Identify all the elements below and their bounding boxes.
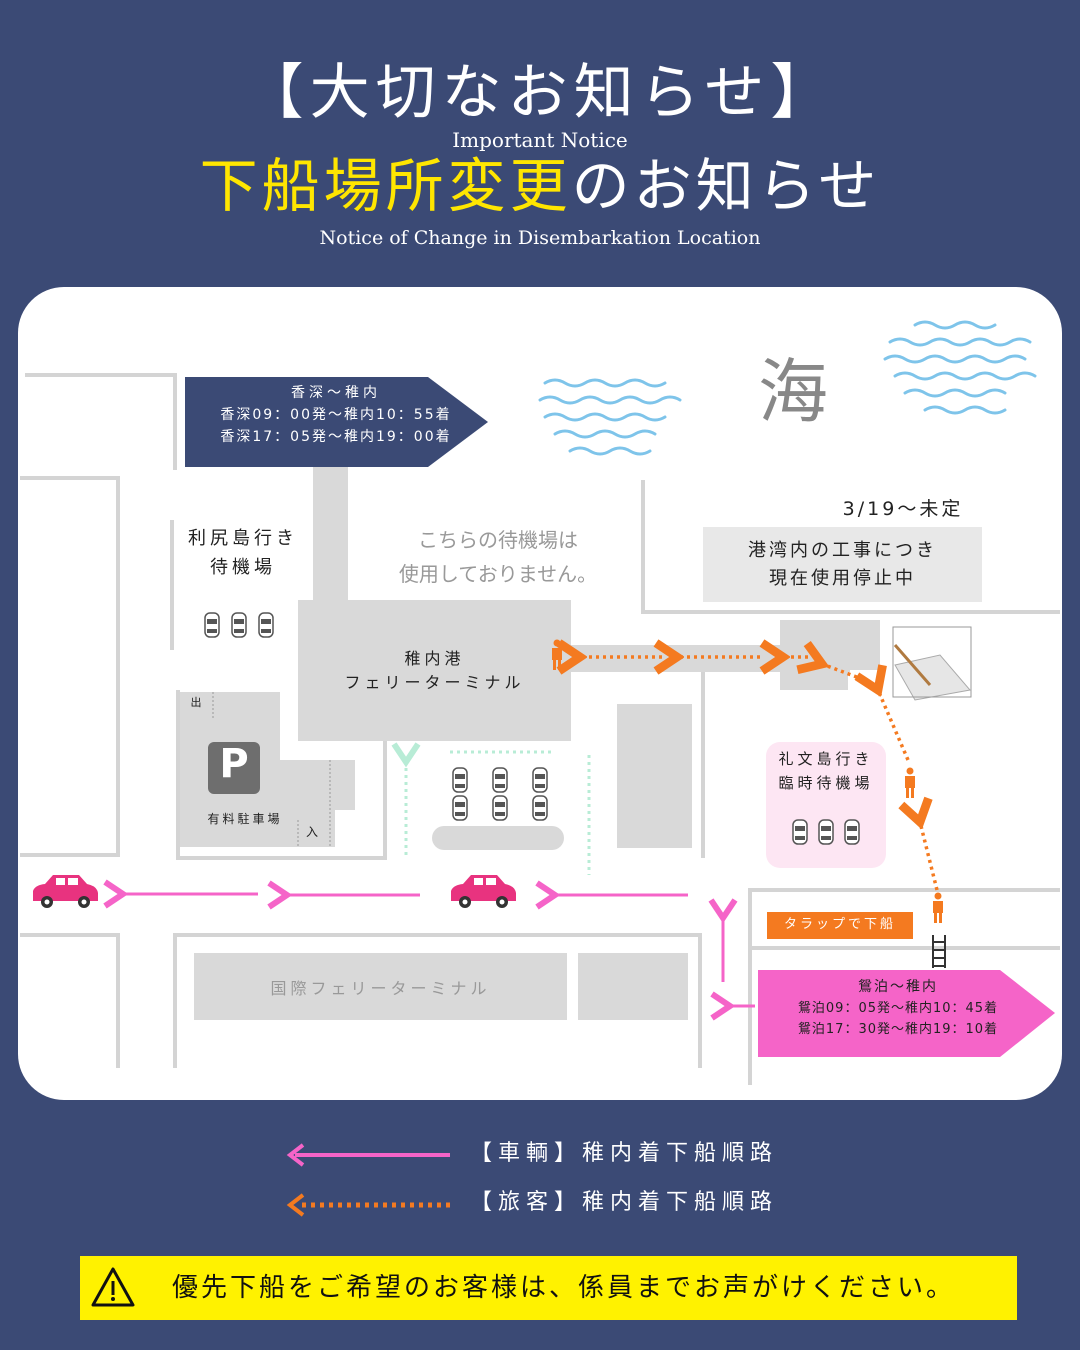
- headline-rest: のお知らせ: [571, 152, 881, 220]
- arrow-left-icon: [286, 1193, 305, 1217]
- sea-label: 海: [758, 351, 828, 433]
- oshidomari-route-arrow: [758, 970, 1055, 1057]
- car-icon: [451, 875, 516, 908]
- map-card: 香深～稚内 香深09：00発～稚内10：55着 香深17：05発～稚内19：00…: [18, 287, 1062, 1100]
- stairs: [892, 626, 972, 701]
- route-line: 香深17：05発～稚内19：00着: [220, 429, 452, 445]
- person-icon: [933, 892, 943, 923]
- gangway-label-bg: [767, 912, 913, 939]
- passenger-route: [580, 657, 939, 891]
- rebun-waiting-label: 礼文島行き 臨時待機場: [778, 750, 874, 792]
- parking-exit-label: 出: [190, 696, 202, 709]
- legend-vehicle: 【車輌】稚内着下船順路: [470, 1141, 779, 1166]
- gangway-label: タラップで下船: [783, 917, 896, 932]
- kafuka-route-arrow: [185, 377, 488, 467]
- car-icon: [33, 875, 98, 908]
- closure-label: 港湾内の工事につき 現在使用停止中: [748, 540, 937, 589]
- roads: [20, 373, 1060, 1085]
- parking-entrance-label: 入: [305, 825, 318, 839]
- title-en: Important Notice: [452, 128, 628, 152]
- parking-icon-bg: [208, 742, 260, 794]
- route-title: 香深～稚内: [291, 385, 381, 401]
- headline: 下船場所変更のお知らせ: [0, 153, 1080, 219]
- headline-en: Notice of Change in Disembarkation Locat…: [319, 227, 761, 249]
- legend-passenger: 【旅客】稚内着下船順路: [470, 1190, 779, 1215]
- sea-waves: [538, 320, 1037, 456]
- kafuka-route: 香深～稚内 香深09：00発～稚内10：55着 香深17：05発～稚内19：00…: [185, 382, 487, 448]
- route-line: 香深09：00発～稚内10：55着: [220, 407, 452, 423]
- legend-lines: [286, 1143, 450, 1217]
- title: 【大切なお知らせ】: [243, 58, 837, 128]
- route-line: 鴛泊09：05発～稚内10：45着: [797, 1001, 999, 1016]
- oshidomari-route: 鴛泊～稚内 鴛泊09：05発～稚内10：45着 鴛泊17：30発～稚内19：10…: [758, 977, 1038, 1040]
- ladder-icon: [932, 935, 946, 968]
- parking-icon: P: [219, 741, 249, 787]
- notice-text: 優先下船をご希望のお客様は、係員までお声がけください。: [172, 1273, 956, 1303]
- arrow-left-icon: [286, 1143, 305, 1167]
- closure-box: [703, 527, 982, 602]
- parking-label: 有料駐車場: [207, 812, 283, 826]
- rishiri-waiting-label: 利尻島行き 待機場: [188, 528, 298, 578]
- headline-highlight: 下船場所変更: [199, 152, 572, 220]
- vehicle-route: [103, 879, 755, 1021]
- intl-terminal-label: 国際フェリーターミナル: [270, 979, 491, 998]
- period-label: 3/19～未定: [842, 498, 964, 520]
- person-icon: [905, 767, 915, 798]
- route-title: 鴛泊～稚内: [858, 979, 938, 995]
- route-line: 鴛泊17：30発～稚内19：10着: [797, 1022, 999, 1037]
- map-graphics: [20, 320, 1060, 1085]
- notice-bar: 優先下船をご希望のお客様は、係員までお声がけください。: [80, 1256, 1017, 1320]
- warning-icon: [91, 1267, 135, 1307]
- unused-waiting-label: こちらの待機場は 使用しておりません。: [398, 528, 598, 586]
- terminal-label: 稚内港 フェリーターミナル: [344, 649, 525, 692]
